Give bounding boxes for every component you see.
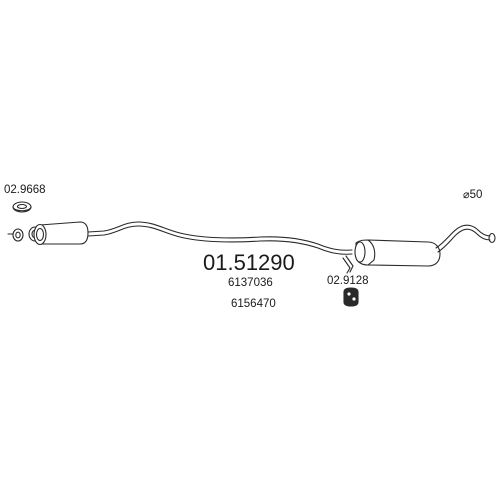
part-number: 01.51290 (203, 250, 295, 275)
oe-number-2: 6156470 (231, 298, 276, 310)
middle-pipe (87, 221, 353, 255)
oe-number-1: 6137036 (228, 277, 273, 289)
front-silencer (33, 221, 89, 246)
accessory-code-right: 02.9128 (327, 275, 369, 287)
accessory-code-left: 02.9668 (4, 184, 46, 196)
diameter-value: 50 (469, 189, 483, 201)
rubber-hanger-icon (343, 287, 359, 307)
rear-silencer (354, 239, 441, 267)
pipe-diameter-label: ⌀50 (463, 189, 483, 202)
rear-bracket (342, 255, 354, 274)
tail-pipe (435, 224, 496, 253)
rubber-ring-icon (12, 201, 32, 213)
diameter-symbol: ⌀ (463, 189, 470, 201)
